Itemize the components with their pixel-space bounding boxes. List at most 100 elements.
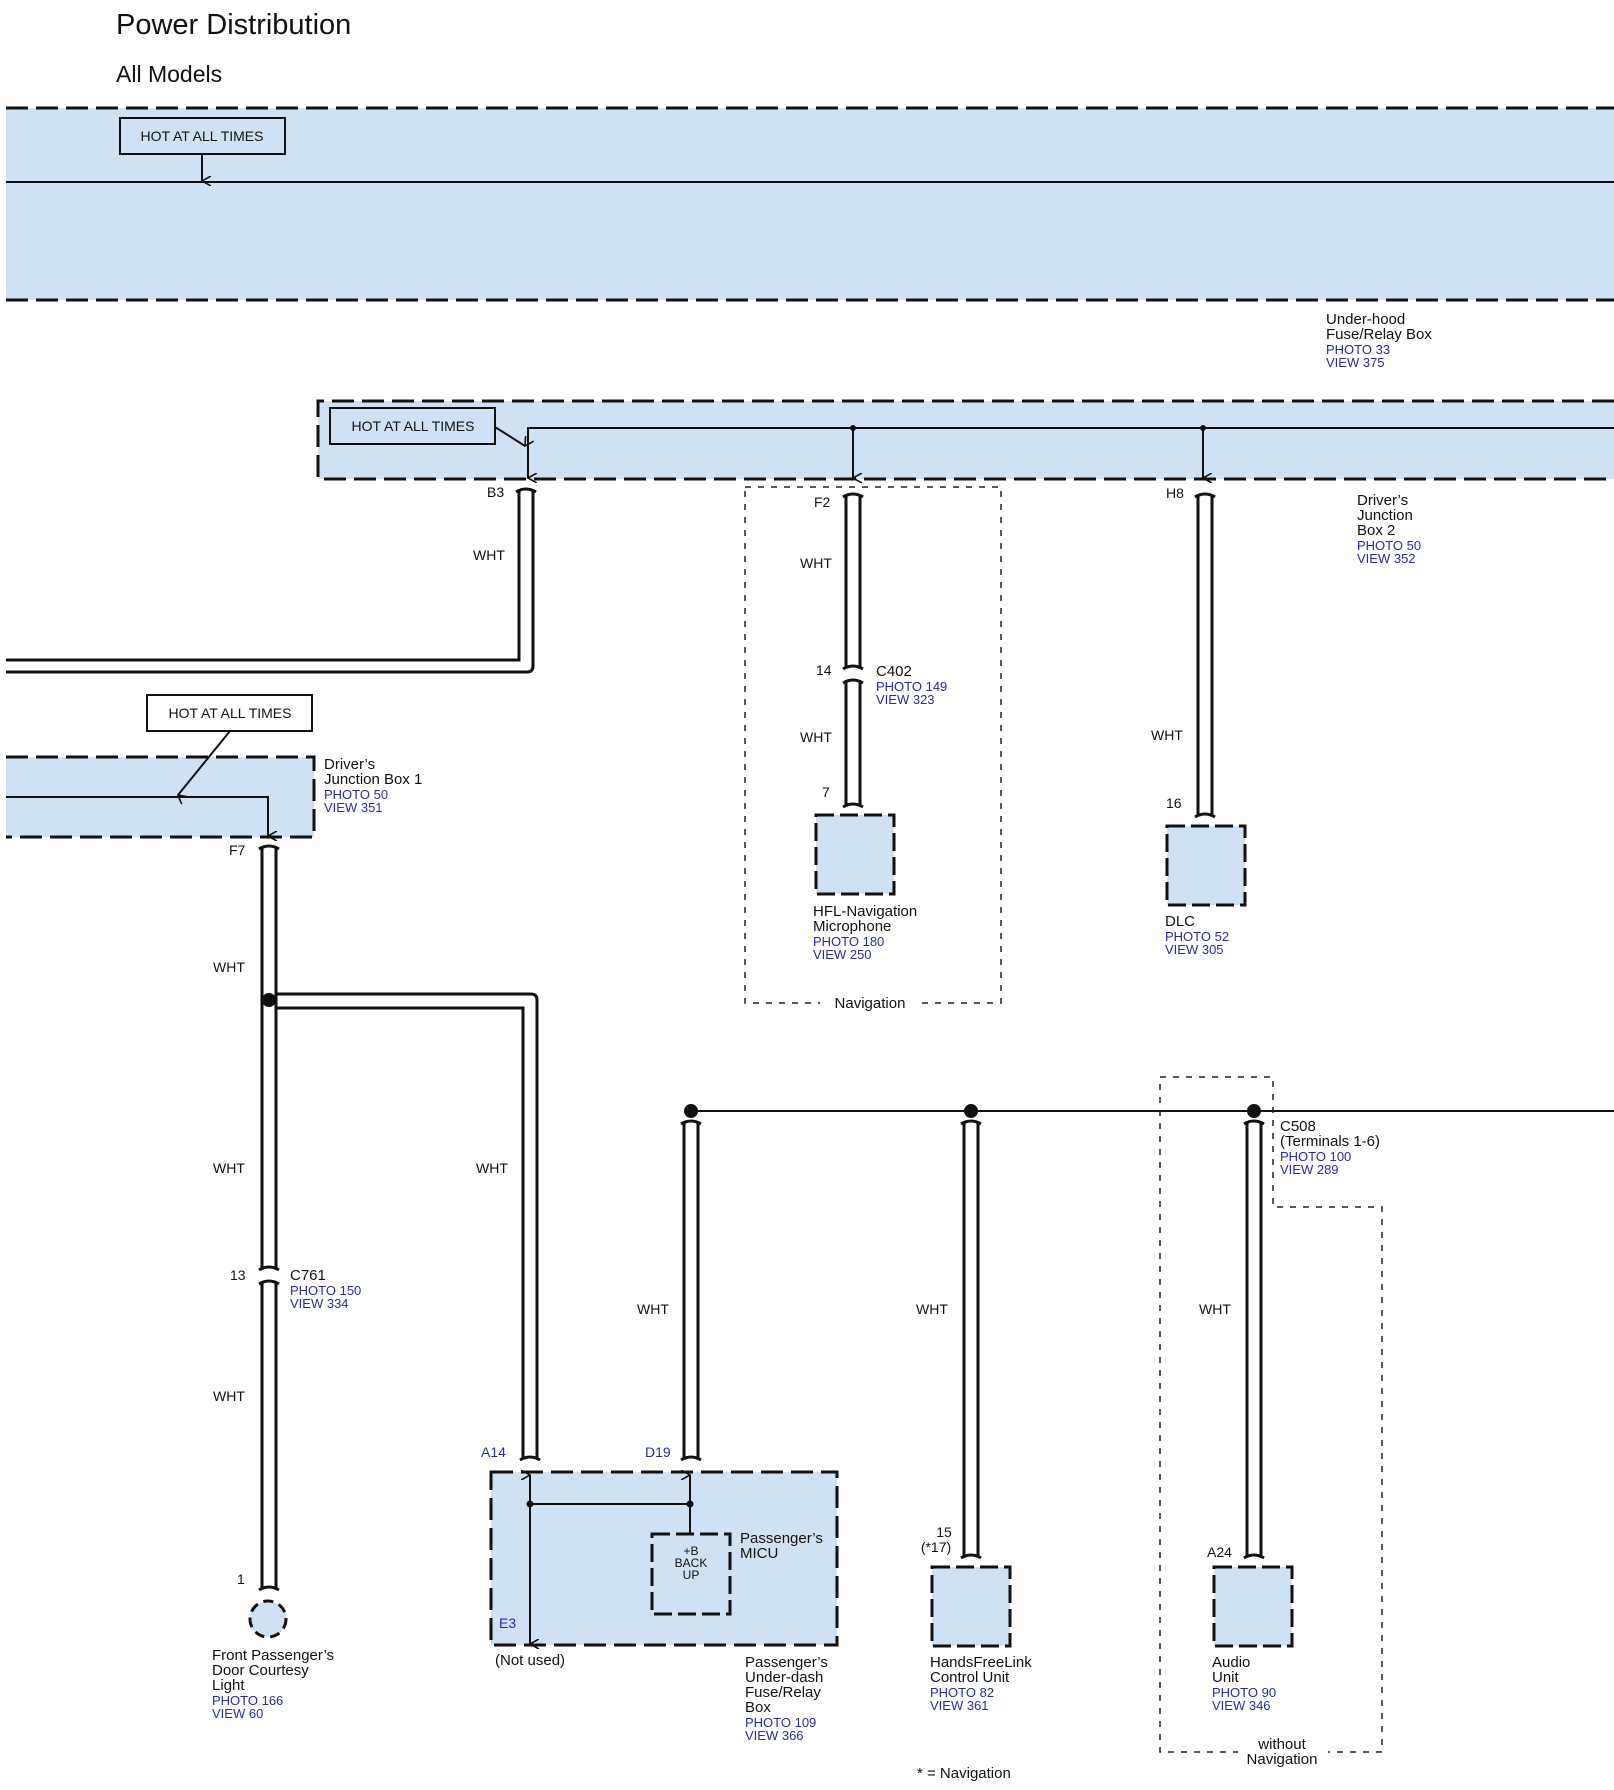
- svg-text:(Not used): (Not used): [495, 1652, 565, 1669]
- svg-text:+B: +B: [683, 1544, 698, 1558]
- hot-at-all-times-label: [119, 117, 286, 155]
- pin-label: B3: [487, 484, 504, 500]
- photo-link[interactable]: PHOTO 50: [1357, 538, 1421, 553]
- svg-text:Junction Box 1: Junction Box 1: [324, 771, 422, 788]
- svg-text:HOT AT ALL TIMES: HOT AT ALL TIMES: [352, 418, 475, 434]
- underhood-fuse-relay-box: HOT AT ALL TIMES: [6, 106, 1614, 302]
- photo-link[interactable]: PHOTO 82: [930, 1685, 994, 1700]
- wire-bus: [680, 1104, 1614, 1560]
- svg-text:(Terminals 1-6): (Terminals 1-6): [1280, 1133, 1380, 1150]
- pin-label: 14: [816, 662, 832, 678]
- photo-link[interactable]: PHOTO 100: [1280, 1149, 1351, 1164]
- photo-link[interactable]: PHOTO 90: [1212, 1685, 1276, 1700]
- pin-label: F2: [814, 494, 831, 510]
- pin-label: 7: [822, 784, 830, 800]
- view-link[interactable]: VIEW 60: [212, 1706, 263, 1721]
- view-link[interactable]: VIEW 250: [813, 947, 872, 962]
- svg-text:HandsFreeLink: HandsFreeLink: [930, 1654, 1032, 1671]
- wire-color-label: WHT: [637, 1301, 669, 1317]
- svg-text:Front Passenger’s: Front Passenger’s: [212, 1647, 334, 1664]
- photo-link[interactable]: PHOTO 109: [745, 1715, 816, 1730]
- drivers-junction-box-2: HOT AT ALL TIMES: [316, 399, 1614, 479]
- passenger-micu: [650, 1532, 732, 1616]
- view-link[interactable]: VIEW 352: [1357, 551, 1416, 566]
- wire-color-label: WHT: [1151, 727, 1183, 743]
- svg-text:Fuse/Relay Box: Fuse/Relay Box: [1326, 326, 1432, 343]
- svg-text:Navigation: Navigation: [835, 995, 906, 1012]
- svg-text:Audio: Audio: [1212, 1654, 1250, 1671]
- svg-text:Driver’s: Driver’s: [1357, 492, 1408, 509]
- photo-link[interactable]: PHOTO 33: [1326, 342, 1390, 357]
- hot-at-all-times-label: [146, 694, 313, 732]
- wire-color-label: WHT: [213, 1160, 245, 1176]
- pin-label: D19: [645, 1444, 671, 1460]
- svg-text:Fuse/Relay: Fuse/Relay: [745, 1684, 821, 1701]
- svg-text:Light: Light: [212, 1677, 245, 1694]
- svg-text:Box: Box: [745, 1699, 771, 1716]
- svg-text:MICU: MICU: [740, 1545, 778, 1562]
- svg-text:Control Unit: Control Unit: [930, 1669, 1010, 1686]
- wire-color-label: WHT: [800, 555, 832, 571]
- wire-color-label: WHT: [916, 1301, 948, 1317]
- pin-label: A14: [481, 1444, 506, 1460]
- svg-text:Microphone: Microphone: [813, 918, 891, 935]
- svg-text:Navigation: Navigation: [1247, 1751, 1318, 1768]
- photo-link[interactable]: PHOTO 52: [1165, 929, 1229, 944]
- wire-color-label: WHT: [1199, 1301, 1231, 1317]
- pin-label: F7: [229, 842, 246, 858]
- svg-text:HOT AT ALL TIMES: HOT AT ALL TIMES: [169, 705, 292, 721]
- view-link[interactable]: VIEW 346: [1212, 1698, 1271, 1713]
- pin-label: 16: [1166, 795, 1182, 811]
- hfl-navigation-microphone: [814, 813, 896, 896]
- handsfreelink-control-unit: [930, 1565, 1012, 1648]
- view-link[interactable]: VIEW 323: [876, 692, 935, 707]
- photo-link[interactable]: PHOTO 180: [813, 934, 884, 949]
- svg-text:HOT AT ALL TIMES: HOT AT ALL TIMES: [141, 128, 264, 144]
- view-link[interactable]: VIEW 334: [290, 1296, 349, 1311]
- wire-h8: [1194, 492, 1216, 819]
- pin-label: (*17): [921, 1539, 951, 1555]
- page-subtitle: All Models: [116, 61, 222, 87]
- dlc-connector: [1165, 824, 1247, 907]
- view-link[interactable]: VIEW 305: [1165, 942, 1224, 957]
- svg-text:Passenger’s: Passenger’s: [745, 1654, 828, 1671]
- photo-link[interactable]: PHOTO 150: [290, 1283, 361, 1298]
- page-title: Power Distribution: [116, 9, 351, 41]
- svg-text:Driver’s: Driver’s: [324, 756, 375, 773]
- connector-c402: C402: [876, 663, 912, 680]
- wire-color-label: WHT: [476, 1160, 508, 1176]
- drivers-junction-box-1: HOT AT ALL TIMES: [6, 694, 316, 837]
- photo-link[interactable]: PHOTO 149: [876, 679, 947, 694]
- pin-label: 1: [237, 1571, 245, 1587]
- view-link[interactable]: VIEW 366: [745, 1728, 804, 1743]
- svg-text:BACK: BACK: [675, 1556, 708, 1570]
- courtesy-light-bulb: [248, 1599, 288, 1639]
- wire-f2: [842, 492, 864, 809]
- photo-link[interactable]: PHOTO 166: [212, 1693, 283, 1708]
- view-link[interactable]: VIEW 289: [1280, 1162, 1339, 1177]
- svg-text:Under-hood: Under-hood: [1326, 311, 1405, 328]
- pin-label: 13: [230, 1267, 246, 1283]
- footnote: * = Navigation: [917, 1765, 1011, 1782]
- hot-at-all-times-label: [329, 407, 496, 445]
- pin-label: A24: [1207, 1544, 1232, 1560]
- view-link[interactable]: VIEW 375: [1326, 355, 1385, 370]
- svg-text:HFL-Navigation: HFL-Navigation: [813, 903, 917, 920]
- wire-color-label: WHT: [473, 547, 505, 563]
- without-navigation-group-box: [1159, 1076, 1383, 1753]
- svg-text:UP: UP: [683, 1568, 700, 1582]
- connector-c508: C508: [1280, 1118, 1316, 1135]
- svg-text:Passenger’s: Passenger’s: [740, 1530, 823, 1547]
- view-link[interactable]: VIEW 361: [930, 1698, 989, 1713]
- pin-label: 15: [936, 1524, 952, 1540]
- photo-link[interactable]: PHOTO 50: [324, 787, 388, 802]
- wire-color-label: WHT: [213, 959, 245, 975]
- wire-color-label: WHT: [213, 1388, 245, 1404]
- svg-text:Under-dash: Under-dash: [745, 1669, 823, 1686]
- connector-c761: C761: [290, 1267, 326, 1284]
- view-link[interactable]: VIEW 351: [324, 800, 383, 815]
- svg-text:Junction: Junction: [1357, 507, 1413, 524]
- svg-text:Door Courtesy: Door Courtesy: [212, 1662, 309, 1679]
- pin-label: H8: [1166, 485, 1184, 501]
